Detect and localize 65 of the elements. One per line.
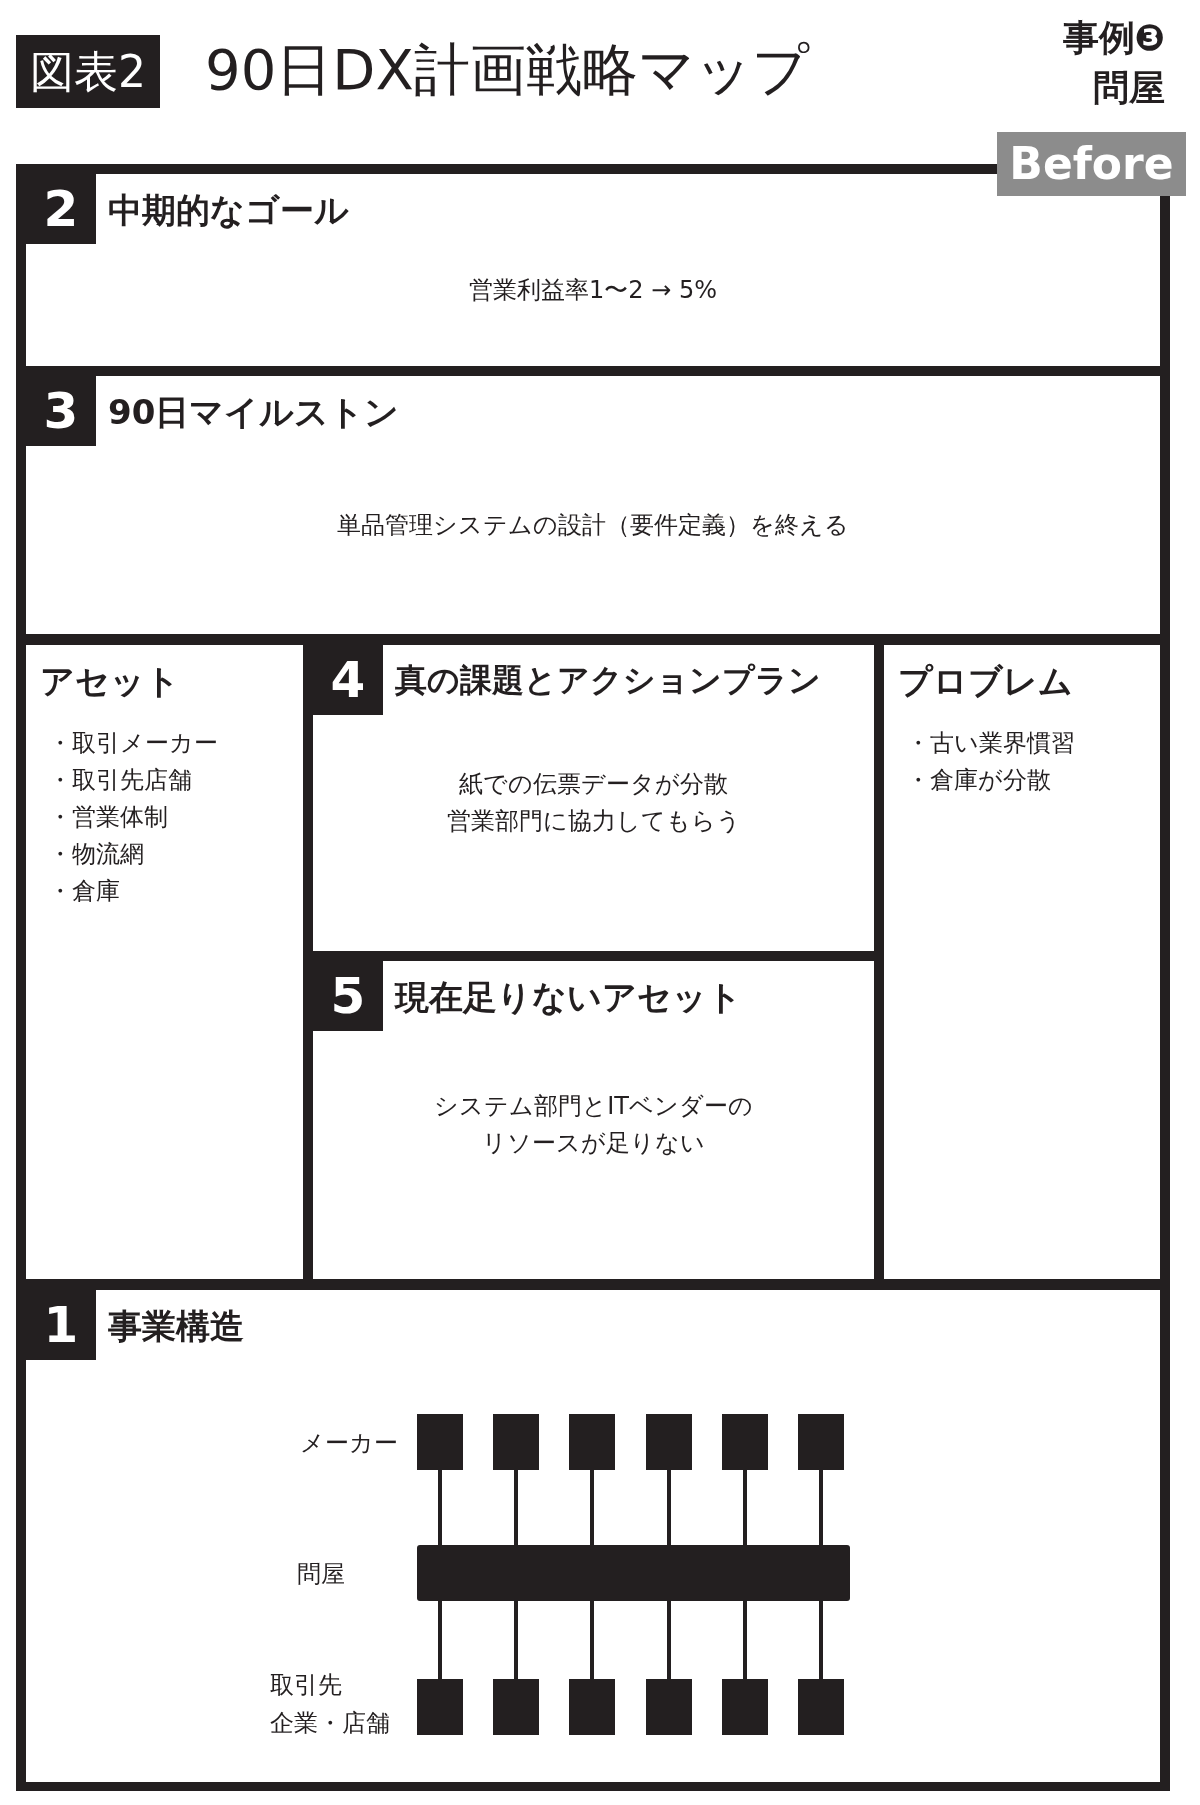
body-text: 営業部門に協力してもらう <box>446 806 741 837</box>
block-shape <box>722 1679 768 1735</box>
before-badge: Before <box>997 132 1186 196</box>
connector-line <box>514 1470 518 1545</box>
case-label: 問屋 <box>1093 66 1165 110</box>
connector-line <box>514 1601 518 1679</box>
connector-line <box>590 1601 594 1679</box>
section-number: 1 <box>26 1290 96 1360</box>
bullet-item: ・倉庫が分散 <box>906 765 1052 796</box>
row-label: メーカー <box>300 1428 398 1459</box>
section-panel <box>26 645 303 1279</box>
section-heading: プロブレム <box>898 660 1073 703</box>
bullet-item: ・古い業界慣習 <box>906 728 1075 759</box>
section-heading: アセット <box>40 660 180 703</box>
bar-shape <box>417 1545 850 1601</box>
block-shape <box>417 1679 463 1735</box>
connector-line <box>819 1601 823 1679</box>
block-shape <box>646 1679 692 1735</box>
body-text: 営業利益率1〜2 → 5% <box>469 274 717 306</box>
section-number: 2 <box>26 174 96 244</box>
figure-badge: 図表2 <box>16 35 160 108</box>
bullet-item: ・倉庫 <box>48 876 121 907</box>
connector-line <box>819 1470 823 1545</box>
section-number: 4 <box>313 645 383 715</box>
connector-line <box>438 1470 442 1545</box>
title: 90日DX計画戦略マップ <box>205 36 809 104</box>
section-heading: 中期的なゴール <box>108 189 349 232</box>
section-number: 5 <box>313 961 383 1031</box>
bullet-item: ・営業体制 <box>48 802 169 833</box>
block-shape <box>569 1414 615 1470</box>
block-shape <box>417 1414 463 1470</box>
block-shape <box>722 1414 768 1470</box>
block-shape <box>798 1414 844 1470</box>
row-label: 取引先 <box>270 1670 342 1701</box>
case-label: 事例❸ <box>1062 16 1165 60</box>
section-heading: 90日マイルストン <box>108 391 400 434</box>
section-panel <box>313 961 874 1279</box>
body-text: システム部門とITベンダーの <box>434 1091 753 1122</box>
section-panel <box>26 376 1160 634</box>
block-shape <box>798 1679 844 1735</box>
section-heading: 事業構造 <box>108 1305 244 1348</box>
connector-line <box>590 1470 594 1545</box>
section-heading: 真の課題とアクションプラン <box>395 660 821 701</box>
body-text: 紙での伝票データが分散 <box>459 769 728 800</box>
block-shape <box>493 1414 539 1470</box>
row-label: 企業・店舗 <box>270 1708 390 1739</box>
block-shape <box>646 1414 692 1470</box>
connector-line <box>743 1601 747 1679</box>
connector-line <box>667 1470 671 1545</box>
body-text: 単品管理システムの設計（要件定義）を終える <box>337 509 849 541</box>
section-panel <box>313 645 874 951</box>
block-shape <box>569 1679 615 1735</box>
connector-line <box>667 1601 671 1679</box>
block-shape <box>493 1679 539 1735</box>
connector-line <box>438 1601 442 1679</box>
section-number: 3 <box>26 376 96 446</box>
bullet-item: ・取引先店舗 <box>48 765 193 796</box>
section-panel <box>26 1290 1160 1782</box>
connector-line <box>743 1470 747 1545</box>
body-text: リソースが足りない <box>482 1128 705 1159</box>
section-panel <box>884 645 1160 1279</box>
bullet-item: ・取引メーカー <box>48 728 218 759</box>
row-label: 問屋 <box>297 1559 345 1590</box>
section-heading: 現在足りないアセット <box>395 976 742 1019</box>
bullet-item: ・物流網 <box>48 839 145 870</box>
